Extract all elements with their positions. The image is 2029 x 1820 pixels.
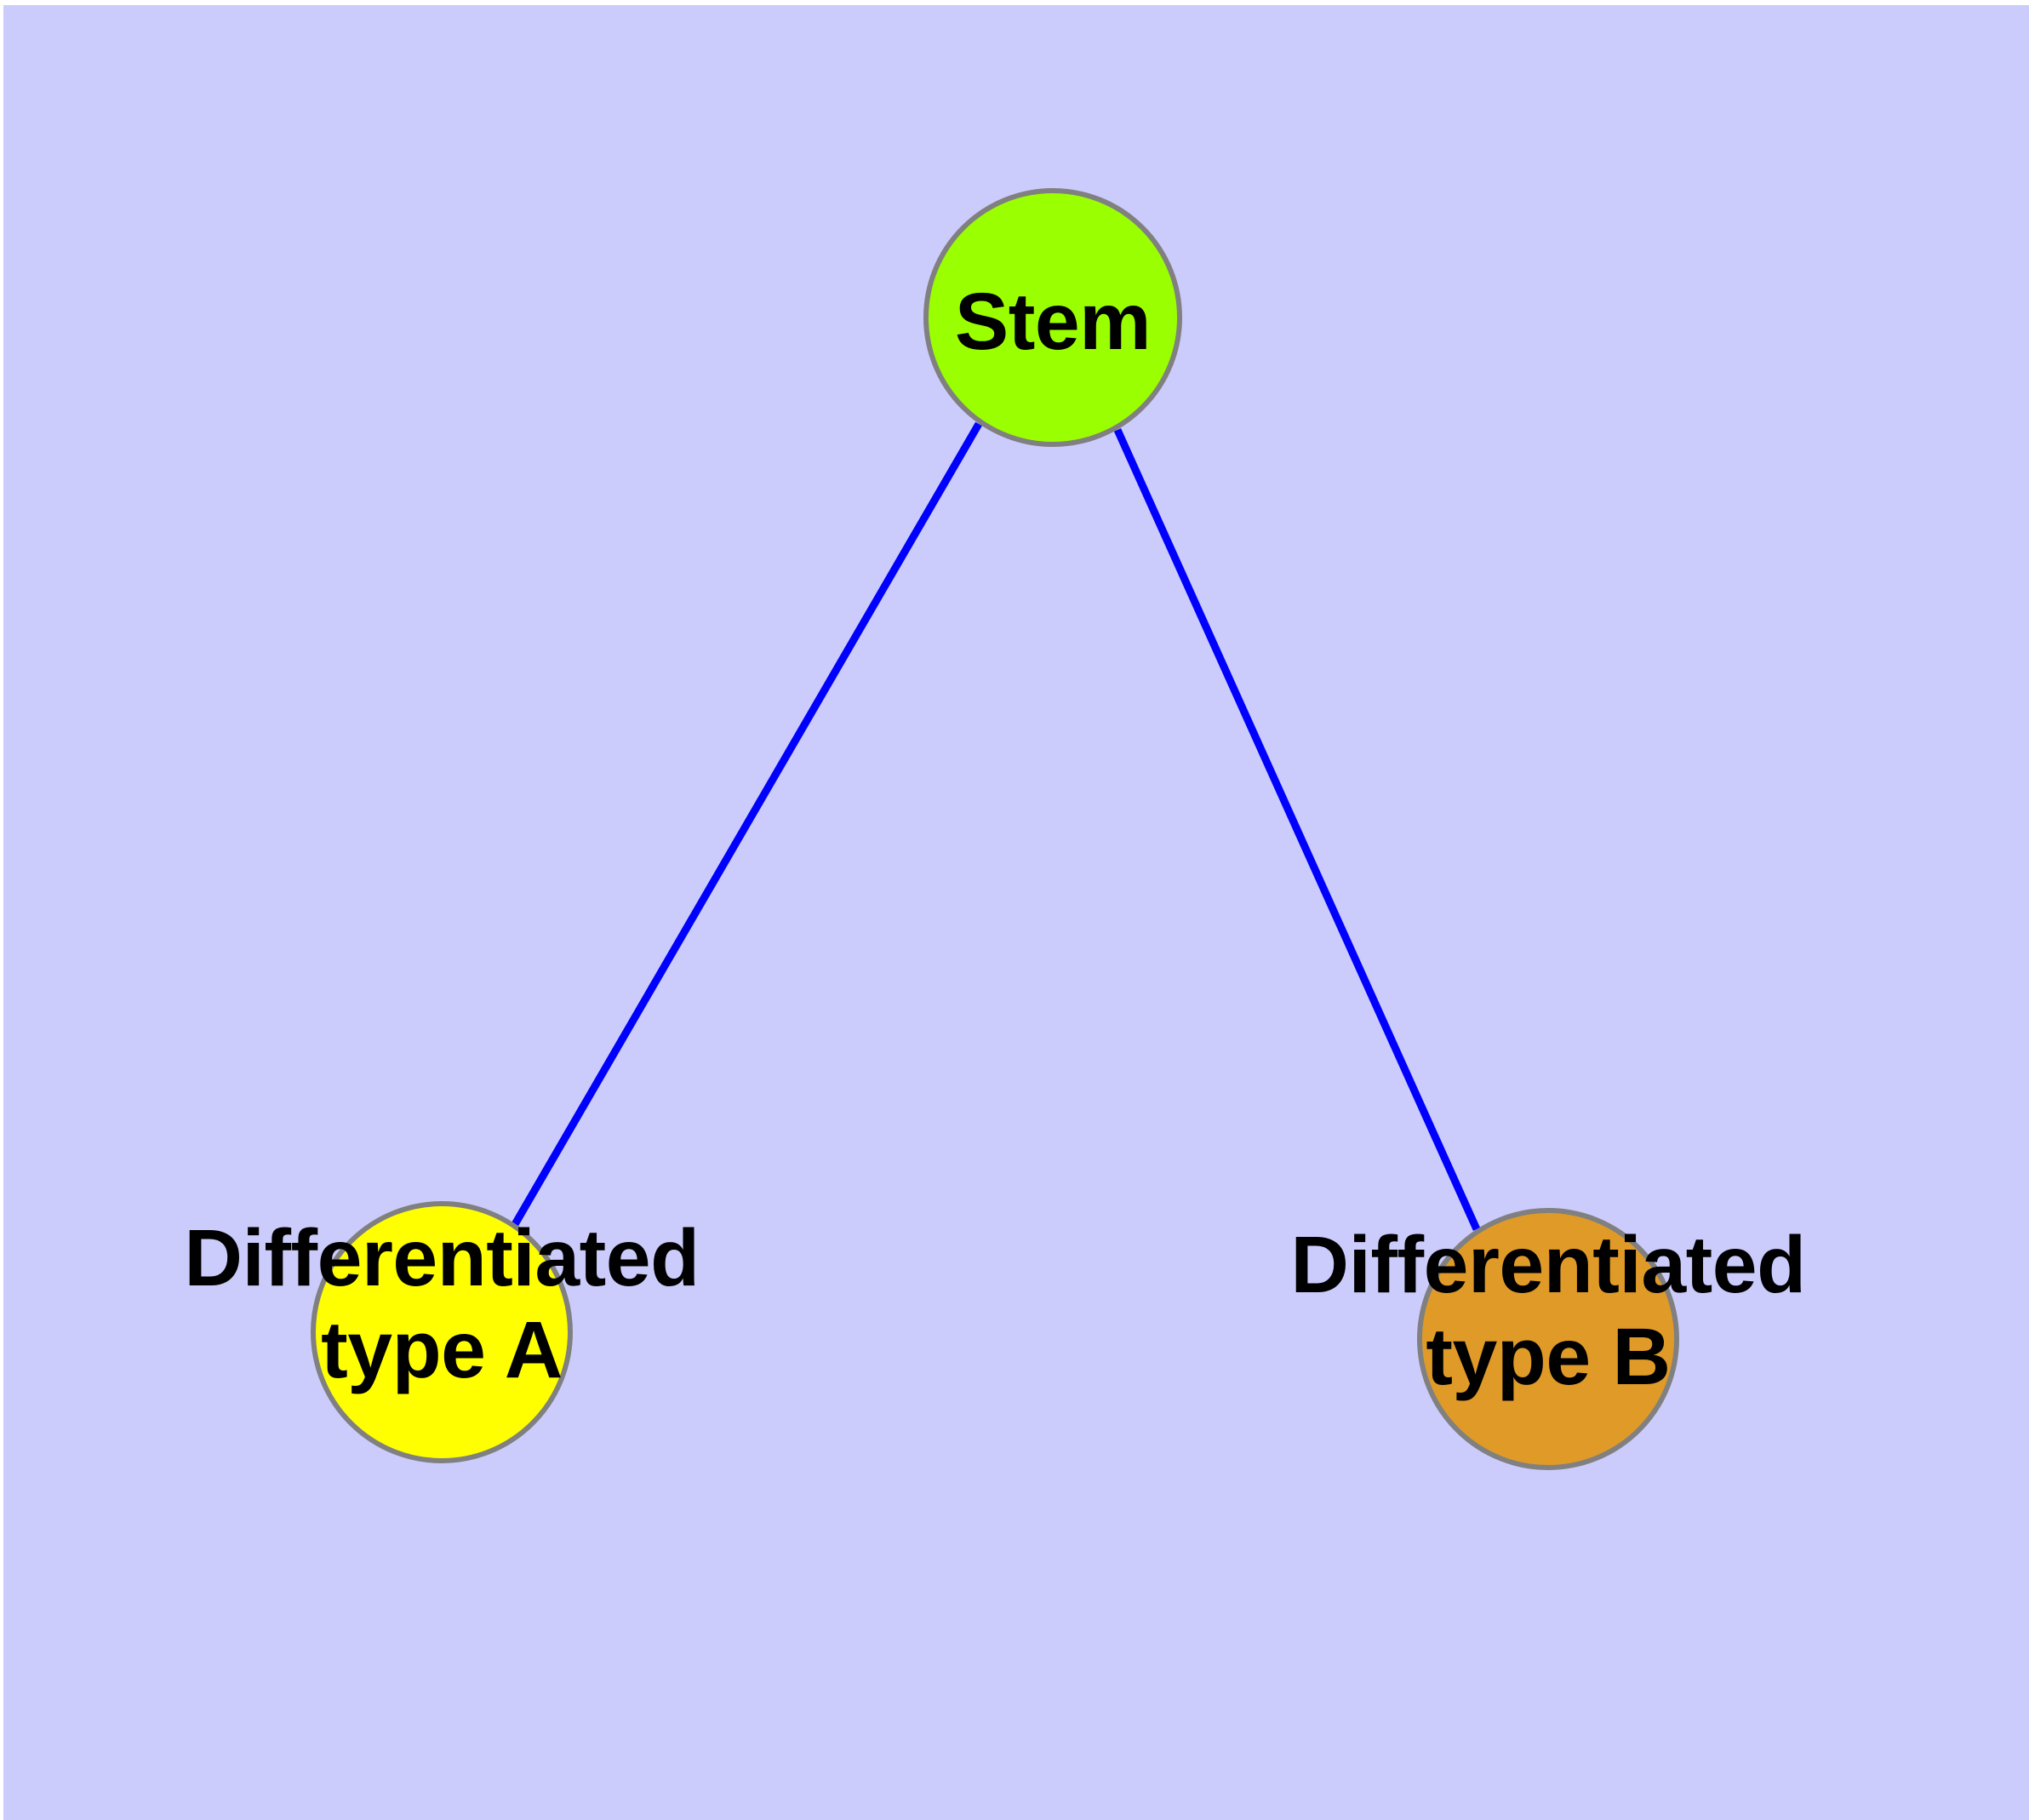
edge-stem-to-diff-b[interactable] — [1113, 428, 1481, 1231]
edge-stem-to-diff-a[interactable] — [511, 421, 982, 1228]
node-stem[interactable] — [923, 188, 1182, 447]
edge-layer — [511, 421, 1481, 1231]
node-diff-b[interactable] — [1417, 1208, 1679, 1470]
node-diff-a[interactable] — [311, 1201, 573, 1463]
node-layer — [311, 188, 1679, 1470]
